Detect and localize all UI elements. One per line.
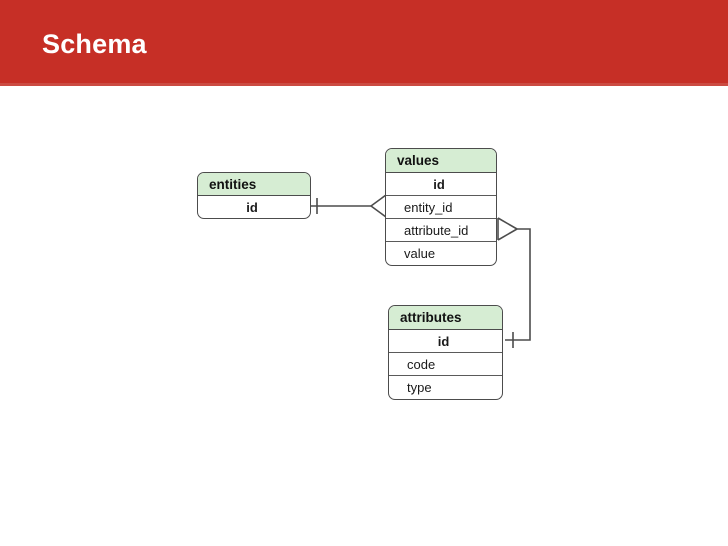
er-table-entities-title: entities: [198, 173, 310, 196]
er-diagram: entities id values id entity_id attribut…: [0, 86, 728, 546]
relationship-entities-values: [311, 194, 387, 218]
slide-title-bar: [0, 0, 728, 83]
slide-title-bar-underline: [0, 83, 728, 86]
er-table-values[interactable]: values id entity_id attribute_id value: [385, 148, 497, 266]
er-table-attributes[interactable]: attributes id code type: [388, 305, 503, 400]
er-table-attributes-column-type: type: [407, 380, 432, 395]
er-table-entities[interactable]: entities id: [197, 172, 311, 219]
er-table-values-column-entity-id: entity_id: [386, 196, 496, 219]
er-table-values-title: values: [386, 149, 496, 173]
er-table-attributes-title: attributes: [389, 306, 502, 330]
page-title: Schema: [42, 29, 147, 59]
relationship-values-attributes: [497, 217, 531, 348]
er-table-entities-column-id: id: [246, 199, 258, 215]
er-connector-layer: [311, 194, 531, 348]
crows-foot-values-attribute-id: [497, 217, 518, 241]
er-table-attributes-column-code: code: [389, 353, 502, 376]
relationship-line-values-attributes: [505, 228, 531, 341]
er-table-values-column-attribute-id: attribute_id: [386, 219, 496, 242]
er-table-attributes-column-id: id: [389, 330, 502, 353]
er-table-values-column-value: value: [404, 246, 436, 261]
crows-foot-values-entity-id: [370, 194, 387, 218]
er-table-values-column-id: id: [386, 173, 496, 196]
